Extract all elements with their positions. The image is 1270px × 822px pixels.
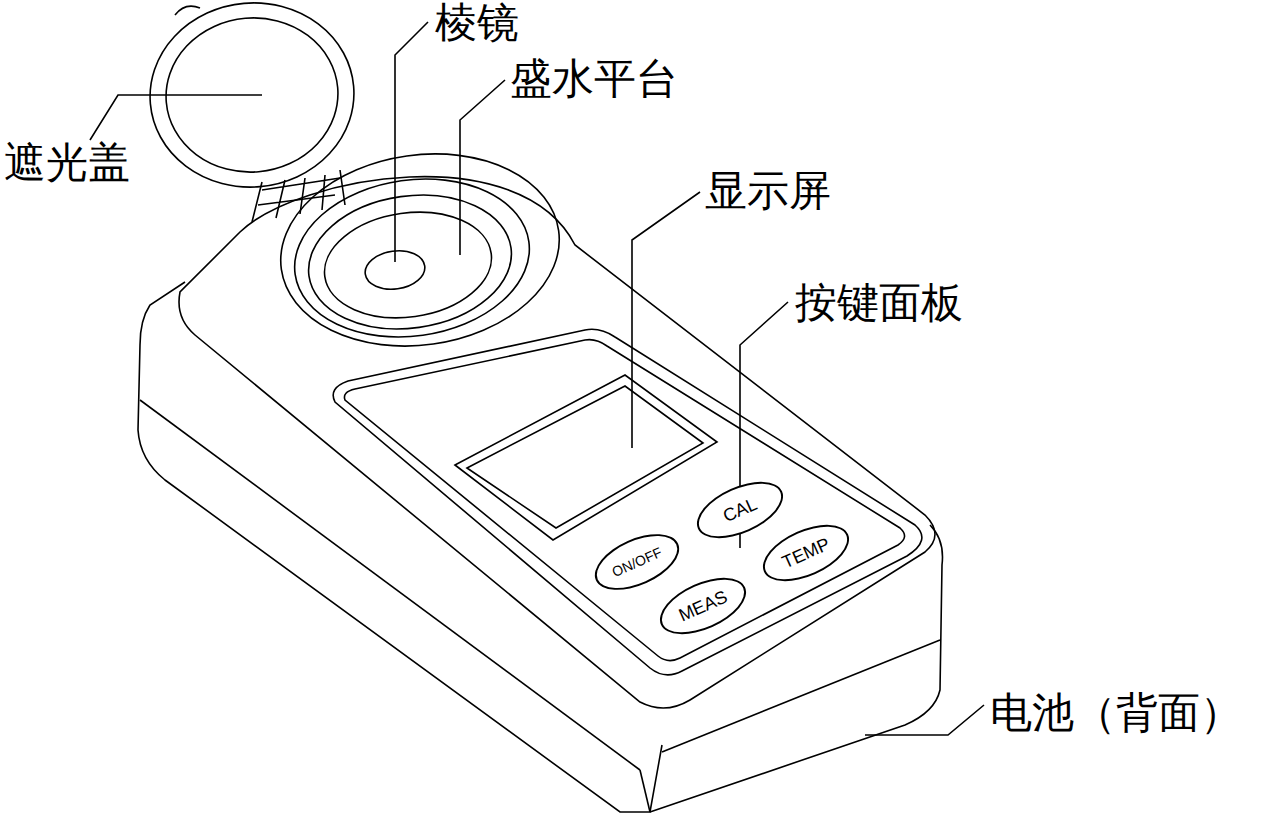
button-text: TEMP xyxy=(779,535,832,572)
device-button: ON/OFF xyxy=(587,523,688,602)
part-label: 棱镜 xyxy=(435,2,519,44)
part-label: 按键面板 xyxy=(795,282,963,324)
part-label: 显示屏 xyxy=(705,170,831,212)
part-label: 盛水平台 xyxy=(510,58,678,100)
button-text: ON/OFF xyxy=(610,545,664,579)
button-text: MEAS xyxy=(676,587,730,624)
part-label: 电池（背面） xyxy=(990,692,1242,734)
device-button: MEAS xyxy=(652,566,755,645)
part-label: 遮光盖 xyxy=(4,142,130,184)
device-button: TEMP xyxy=(755,513,858,592)
button-text: CAL xyxy=(720,495,759,526)
